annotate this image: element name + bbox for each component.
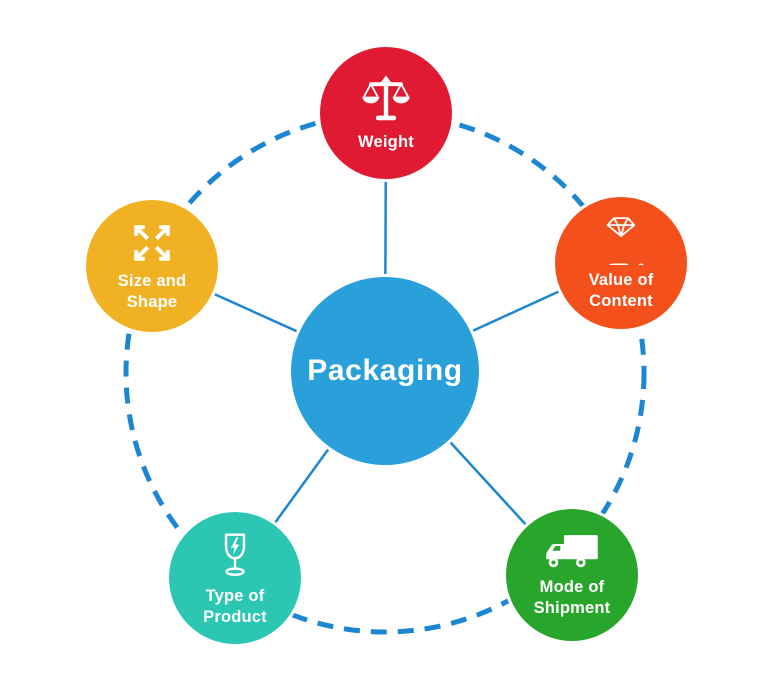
center-label: Packaging [307,354,463,387]
node-label: Mode of Shipment [533,577,611,617]
node-label: Type of Product [203,586,267,626]
expand-arrows-icon [129,220,175,266]
node-mode-of-shipment: Mode of Shipment [506,509,638,641]
node-type-of-product: Type of Product [169,512,301,644]
fragile-glass-icon [209,529,261,581]
node-weight: Weight [320,47,452,179]
hand-holding-diamond-icon [596,215,646,265]
node-label: Weight [358,133,414,152]
center-node-packaging: Packaging [291,277,479,465]
node-label: Value of Content [588,270,654,310]
node-value-of-content: Value of Content [555,197,687,329]
delivery-truck-icon [543,532,601,572]
node-label: Size and Shape [117,271,187,311]
node-size-and-shape: Size and Shape [86,200,218,332]
balance-scale-icon [359,73,413,127]
